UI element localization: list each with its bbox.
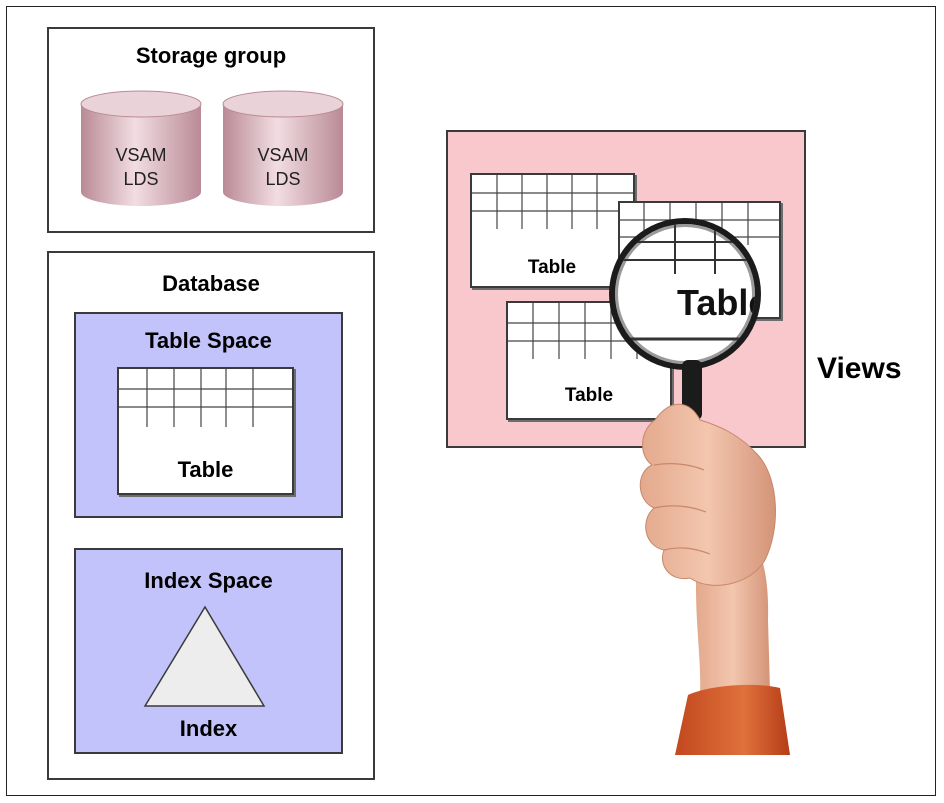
view-table-label: Table xyxy=(527,257,577,278)
magnified-table-text: Table xyxy=(677,282,761,323)
table-space-title: Table Space xyxy=(145,328,272,353)
disk-icon xyxy=(80,90,202,206)
table-icon: Table xyxy=(117,367,294,495)
disk-label-line2: LDS xyxy=(265,169,301,189)
table-grid xyxy=(472,175,633,229)
hand-holding-magnifier-icon xyxy=(639,360,790,755)
index-triangle-icon xyxy=(143,605,266,707)
storage-group-title: Storage group xyxy=(135,43,287,68)
view-table-label: Table xyxy=(564,385,614,406)
index-space-box: Index Space xyxy=(74,548,343,754)
table-grid xyxy=(119,369,292,427)
database-title: Database xyxy=(162,271,260,296)
magnifier-lens: Table xyxy=(609,218,761,370)
disk-icon xyxy=(222,90,344,206)
index-label: Index xyxy=(179,716,238,741)
disk-label-line1: VSAM xyxy=(257,145,309,165)
disk-label-line2: LDS xyxy=(123,169,159,189)
index-space-title: Index Space xyxy=(144,568,273,593)
views-label: Views xyxy=(817,352,902,385)
table-label: Table xyxy=(177,457,234,482)
disk-label-line1: VSAM xyxy=(115,145,167,165)
view-table-icon: Table xyxy=(470,173,635,288)
magnified-table-grid xyxy=(615,224,755,341)
